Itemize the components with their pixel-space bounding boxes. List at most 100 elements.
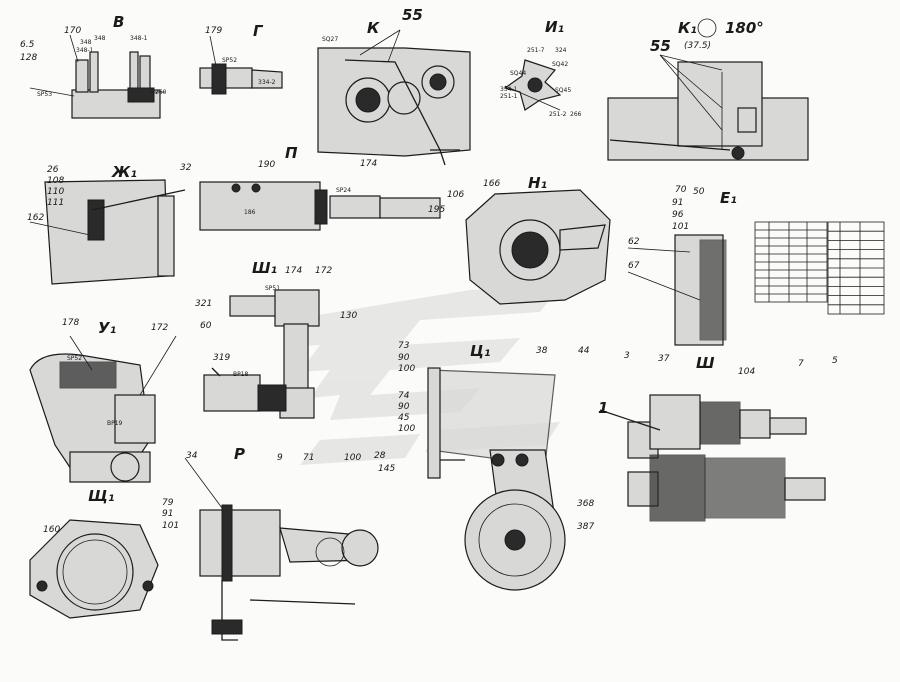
callout: 321 <box>195 299 212 309</box>
callout: 79 <box>162 498 174 508</box>
callout: 90 <box>398 402 410 412</box>
callout: 5 <box>832 356 838 366</box>
callout: 190 <box>258 160 275 170</box>
callout: SQ27 <box>322 36 338 43</box>
callout: 55 <box>402 6 423 24</box>
title-v: В <box>113 13 124 31</box>
callout: 172 <box>315 266 332 276</box>
callout: SQ42 <box>552 61 568 68</box>
callout: 28 <box>374 451 386 461</box>
callout: 62 <box>628 237 640 247</box>
wiring-tables <box>755 222 884 314</box>
callout: 179 <box>205 26 222 36</box>
callout: SP51 <box>265 285 280 292</box>
callout: BP19 <box>107 420 123 427</box>
title-g: Г <box>253 22 264 40</box>
title-ts1: Ц₁ <box>470 342 491 360</box>
callout: SP52 <box>222 57 237 64</box>
callout: 348 <box>94 35 106 42</box>
callout: 166 <box>483 179 500 189</box>
callout: 260 <box>155 89 167 96</box>
callout: 70 <box>675 185 687 195</box>
callout: 34 <box>186 451 198 461</box>
callout: 100 <box>344 453 361 463</box>
callout: 6.5 <box>20 40 35 50</box>
callout: 111 <box>47 198 64 208</box>
callout: 128 <box>20 53 37 63</box>
callout: 67 <box>628 261 640 271</box>
view-titles: В Г К И₁ К₁ 180° (37.5) Ж₁ П Н₁ Е₁ Ш₁ У₁… <box>88 13 764 505</box>
view-n1 <box>465 189 611 305</box>
callout: BP18 <box>233 371 249 378</box>
callout: 3 <box>624 351 630 361</box>
callout: 1 <box>598 399 608 417</box>
callout: 170 <box>64 26 81 36</box>
title-n1: Н₁ <box>528 174 547 192</box>
callout: 348 <box>80 39 92 46</box>
callout: 7 <box>798 359 804 369</box>
callout: 37 <box>658 354 670 364</box>
title-u1: У₁ <box>98 319 116 337</box>
callout: 110 <box>47 187 64 197</box>
view-e1 <box>627 221 885 346</box>
callout: 334-2 <box>258 79 276 86</box>
view-g <box>199 35 283 95</box>
callout: 319 <box>213 353 230 363</box>
callout: 71 <box>303 453 314 463</box>
callout: 324 <box>555 47 567 54</box>
callout: 174 <box>285 266 302 276</box>
view-i1 <box>503 59 562 111</box>
view-k <box>317 29 471 166</box>
callout: 174 <box>360 159 377 169</box>
callout: 104 <box>738 367 755 377</box>
callout: 172 <box>151 323 168 333</box>
callout: 50 <box>693 187 705 197</box>
callout: 91 <box>672 198 683 208</box>
callout: 162 <box>27 213 44 223</box>
title-shch1: Щ₁ <box>88 487 114 505</box>
callout: 60 <box>200 321 212 331</box>
callout: 100 <box>398 364 415 374</box>
view-k1 <box>607 18 809 161</box>
callout: SP53 <box>37 91 52 98</box>
title-sh1: Ш₁ <box>252 259 277 277</box>
callout: 101 <box>162 521 179 531</box>
title-zh1: Ж₁ <box>111 163 137 181</box>
callout: SQ44 <box>510 70 526 77</box>
callout: 32 <box>180 163 192 173</box>
callout: SQ45 <box>555 87 571 94</box>
callout: 195 <box>428 205 445 215</box>
callout: 251-7 <box>527 47 545 54</box>
view-sh1 <box>203 289 320 419</box>
callout: 74 <box>398 391 410 401</box>
callout: 44 <box>578 346 590 356</box>
title-e1: Е₁ <box>720 189 737 207</box>
callout: 160 <box>43 525 60 535</box>
callouts: 6.5 128 170 348 348 348-1 348-1 SP53 260… <box>20 6 838 535</box>
title-k1-angle: 180° <box>725 19 764 37</box>
callout: 266 <box>570 111 582 118</box>
view-p <box>199 181 441 231</box>
callout: 334-1 <box>500 86 518 93</box>
view-ts1 <box>427 367 566 591</box>
view-shch1 <box>29 519 159 619</box>
view-r <box>184 457 379 641</box>
title-k1: К₁ <box>678 19 697 37</box>
callout: 130 <box>340 311 357 321</box>
view-zh1 <box>29 179 186 285</box>
callout: 96 <box>672 210 684 220</box>
callout: 91 <box>162 509 173 519</box>
callout: 38 <box>536 346 548 356</box>
callout: 101 <box>672 222 689 232</box>
callout: 73 <box>398 341 410 351</box>
callout: 55 <box>650 37 671 55</box>
callout: 368 <box>577 499 594 509</box>
callout: 251-1 <box>500 93 518 100</box>
callout: 9 <box>277 453 283 463</box>
callout: 186 <box>244 209 256 216</box>
title-k1-ref: (37.5) <box>684 41 711 51</box>
view-v <box>29 34 165 119</box>
title-r: Р <box>234 445 245 463</box>
callout: SP52 <box>67 355 82 362</box>
